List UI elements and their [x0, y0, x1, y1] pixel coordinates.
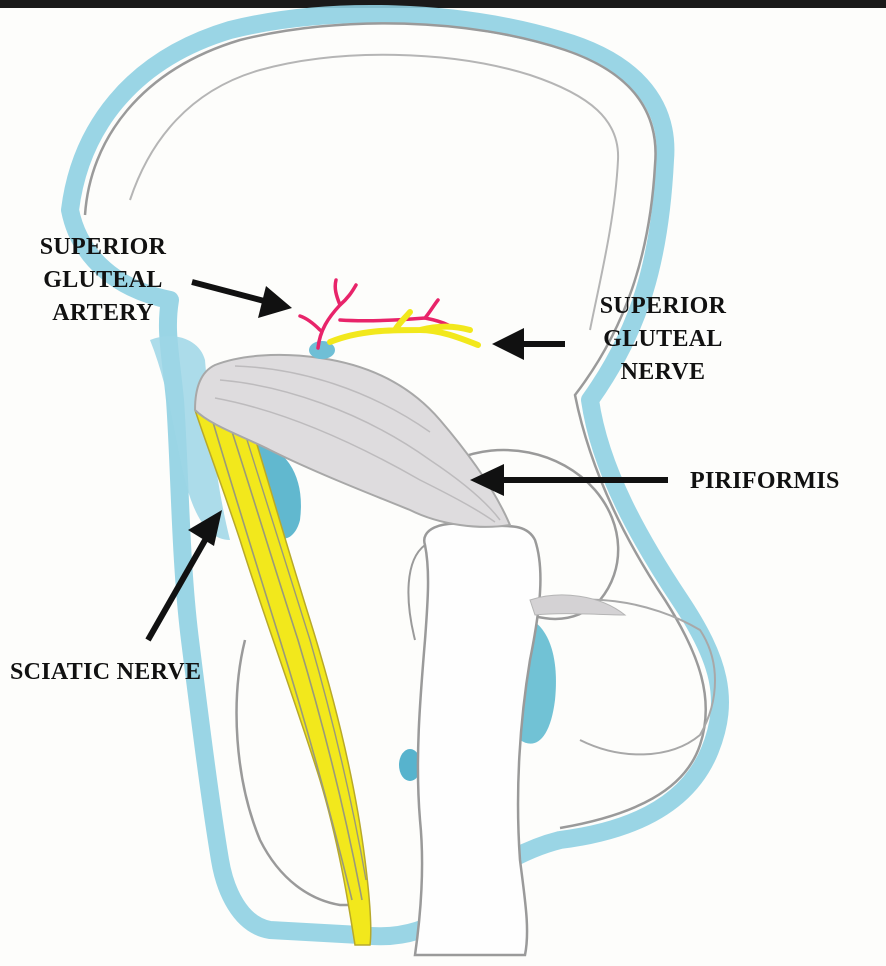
- arrow-to-artery: [192, 282, 292, 318]
- label-line: ARTERY: [8, 297, 198, 330]
- obturator-outline: [530, 600, 715, 755]
- label-line: SUPERIOR: [8, 231, 198, 264]
- superior-gluteal-nerve: [330, 312, 478, 345]
- label-sciatic-nerve: SCIATIC NERVE: [10, 656, 201, 689]
- label-line: GLUTEAL: [568, 323, 758, 356]
- iliac-crest-inner: [130, 55, 618, 330]
- label-line: NERVE: [568, 356, 758, 389]
- gemellus-muscle: [530, 595, 625, 615]
- label-piriformis: PIRIFORMIS: [690, 465, 840, 498]
- arrow-to-gluteal-nerve: [492, 328, 565, 360]
- label-superior-gluteal-artery: SUPERIOR GLUTEAL ARTERY: [8, 231, 198, 330]
- femur-greater-trochanter: [408, 545, 425, 640]
- superior-gluteal-artery: [300, 280, 448, 348]
- label-line: SUPERIOR: [568, 290, 758, 323]
- label-line: GLUTEAL: [8, 264, 198, 297]
- label-superior-gluteal-nerve: SUPERIOR GLUTEAL NERVE: [568, 290, 758, 389]
